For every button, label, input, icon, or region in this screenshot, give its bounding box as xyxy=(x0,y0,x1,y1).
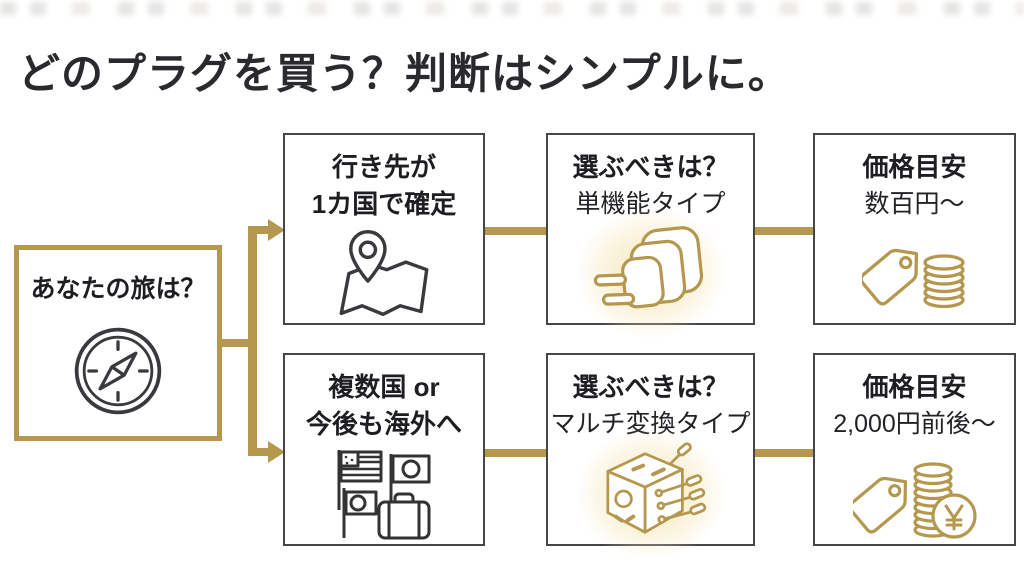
connector-arrow-top-shaft xyxy=(248,226,272,234)
step-subheading: 数百円〜 xyxy=(864,190,965,218)
connector-arrow-bottom-shaft xyxy=(248,448,272,456)
step-heading-line2: 1カ国で確定 xyxy=(311,189,457,219)
price-tag-coins-yen-icon xyxy=(852,462,977,539)
arrow-bottom-icon xyxy=(268,441,285,463)
step-heading: 選ぶべきは？ xyxy=(572,372,729,402)
step-subheading: 2,000円前後〜 xyxy=(833,410,996,438)
flags-suitcase-icon xyxy=(337,449,431,539)
connector-row2-b xyxy=(753,449,815,457)
source-label: あなたの旅は？ xyxy=(30,275,206,303)
step-heading-line1: 行き先が xyxy=(331,152,436,182)
top-motion-blur-artifact xyxy=(0,2,1024,15)
step-heading-line2: 今後も海外へ xyxy=(305,409,462,439)
price-tag-coins-icon xyxy=(861,248,965,308)
connector-row1-b xyxy=(753,227,815,235)
step-heading: 価格目安 xyxy=(862,372,967,402)
step-box-multi-destination: 複数国 or 今後も海外へ xyxy=(283,353,485,546)
compass-icon xyxy=(74,327,162,415)
step-box-choose-single: 選ぶべきは？ 単機能タイプ xyxy=(546,133,755,339)
step-heading: 選ぶべきは？ xyxy=(572,152,729,182)
step-heading: 価格目安 xyxy=(862,152,967,182)
connector-row1-a xyxy=(483,227,547,235)
connector-row2-a xyxy=(483,449,547,457)
step-box-destination: 行き先が 1カ国で確定 xyxy=(283,133,485,325)
step-box-price-multi: 価格目安 2,000円前後〜 xyxy=(813,353,1016,546)
single-plug-icon xyxy=(593,225,703,308)
connector-vertical xyxy=(248,226,257,456)
multi-adapter-icon xyxy=(605,442,706,534)
connector-stub xyxy=(218,339,254,347)
step-box-price-single: 価格目安 数百円〜 xyxy=(813,133,1016,325)
step-heading-line1: 複数国 or xyxy=(328,372,440,402)
map-pin-icon xyxy=(339,229,429,316)
source-box: あなたの旅は？ xyxy=(14,245,222,441)
page-title: どのプラグを買う？判断はシンプルに。 xyxy=(18,50,791,97)
arrow-top-icon xyxy=(268,219,285,241)
step-box-choose-multi: 選ぶべきは？ マルチ変換タイプ xyxy=(546,353,755,560)
